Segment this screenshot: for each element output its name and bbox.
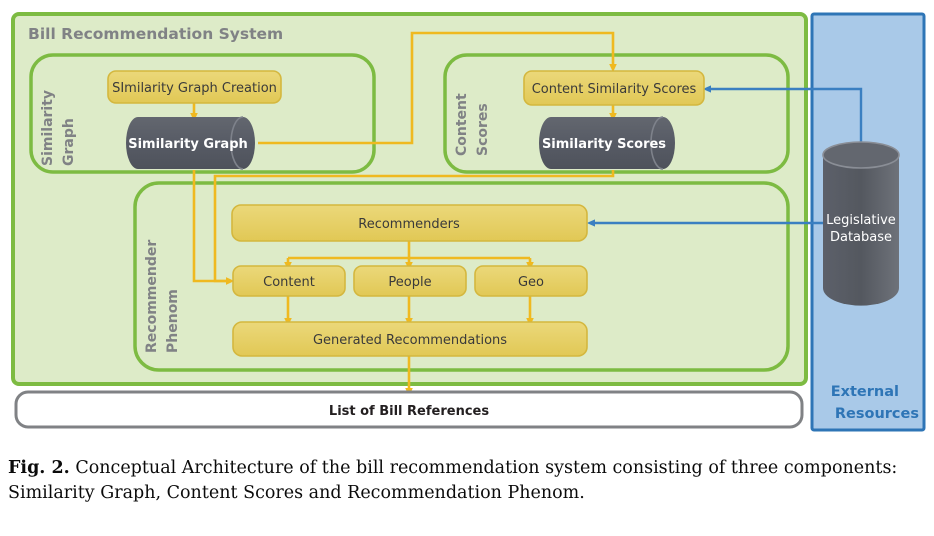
subsystem-similarity-graph: Similarity Graph [29, 53, 376, 174]
figure-caption-label: Fig. 2. [8, 458, 70, 478]
connector-graph-store-to-content [192, 170, 235, 285]
architecture-diagram: Bill Recommendation System External Reso… [11, 12, 926, 432]
subsystem-recommender-phenom: Recommender Phenom [133, 181, 790, 372]
node-geo-box[interactable] [474, 265, 588, 297]
similarity-graph-label-line1: Similarity [40, 90, 56, 166]
figure-caption: Fig. 2. Conceptual Architecture of the b… [8, 456, 926, 506]
bill-recommendation-system-container: Bill Recommendation System [11, 12, 808, 386]
process-nodes: SImilarity Graph Creation Content Simila… [107, 70, 705, 357]
similarity-scores-store-cap [650, 116, 664, 170]
similarity-graph-store-cylinder[interactable] [126, 117, 255, 169]
node-content-similarity-scores[interactable]: Content Similarity Scores [523, 70, 705, 106]
system-title: Bill Recommendation System [28, 25, 283, 43]
content-scores-label-line2: Scores [475, 103, 491, 156]
node-recommenders-box[interactable] [231, 204, 588, 242]
node-people[interactable]: People [353, 265, 467, 297]
content-scores-boundary [443, 53, 790, 174]
similarity-graph-boundary [29, 53, 376, 174]
recommender-phenom-label-line1: Recommender [144, 240, 160, 353]
recommender-phenom-boundary [133, 181, 790, 372]
recommender-phenom-label-line2: Phenom [165, 289, 181, 353]
list-of-bill-references-label: List of Bill References [329, 404, 489, 419]
similarity-scores-store-cylinder[interactable] [539, 117, 675, 169]
node-people-box[interactable] [353, 265, 467, 297]
figure-caption-text: Conceptual Architecture of the bill reco… [8, 458, 898, 503]
legislative-database-label-line1: Legislative [826, 213, 896, 228]
similarity-graph-label-line2: Graph [61, 118, 77, 166]
list-of-bill-references-box[interactable] [14, 390, 804, 429]
node-recommenders-label: Recommenders [358, 217, 460, 232]
node-list-of-bill-references[interactable]: List of Bill References [14, 390, 804, 429]
connector-graph-to-content-scores [258, 31, 617, 145]
legislative-database-top [822, 141, 900, 169]
node-generated-recommendations-box[interactable] [232, 321, 588, 357]
node-content-similarity-scores-label: Content Similarity Scores [532, 82, 697, 97]
yellow-connectors [190, 31, 617, 397]
node-similarity-graph-creation-box[interactable] [107, 70, 282, 104]
external-title-line1: External [831, 384, 899, 400]
node-legislative-database[interactable]: Legislative Database [822, 141, 900, 306]
external-title-line2: Resources [835, 406, 919, 422]
node-recommenders[interactable]: Recommenders [231, 204, 588, 242]
node-content[interactable]: Content [232, 265, 346, 297]
node-geo[interactable]: Geo [474, 265, 588, 297]
node-similarity-graph-creation-label: SImilarity Graph Creation [112, 81, 277, 96]
node-content-box[interactable] [232, 265, 346, 297]
node-similarity-scores-store[interactable]: Similarity Scores [539, 116, 675, 170]
subsystem-content-scores: Content Scores [443, 53, 790, 174]
node-content-similarity-scores-box[interactable] [523, 70, 705, 106]
similarity-graph-store-cap [230, 116, 244, 170]
legislative-database-cylinder[interactable] [823, 155, 899, 306]
node-geo-label: Geo [518, 275, 544, 290]
content-scores-label-line1: Content [454, 93, 470, 156]
node-content-label: Content [263, 275, 315, 290]
node-people-label: People [388, 275, 431, 290]
node-generated-recommendations-label: Generated Recommendations [313, 333, 507, 348]
blue-connectors [586, 85, 863, 227]
node-similarity-graph-store[interactable]: Similarity Graph [126, 116, 255, 170]
node-similarity-graph-creation[interactable]: SImilarity Graph Creation [107, 70, 282, 104]
similarity-scores-store-label: Similarity Scores [542, 137, 666, 152]
connector-db-to-content-similarity-scores [702, 85, 863, 155]
legislative-database-label-line2: Database [830, 230, 892, 245]
similarity-graph-store-label: Similarity Graph [128, 137, 248, 152]
node-generated-recommendations[interactable]: Generated Recommendations [232, 321, 588, 357]
